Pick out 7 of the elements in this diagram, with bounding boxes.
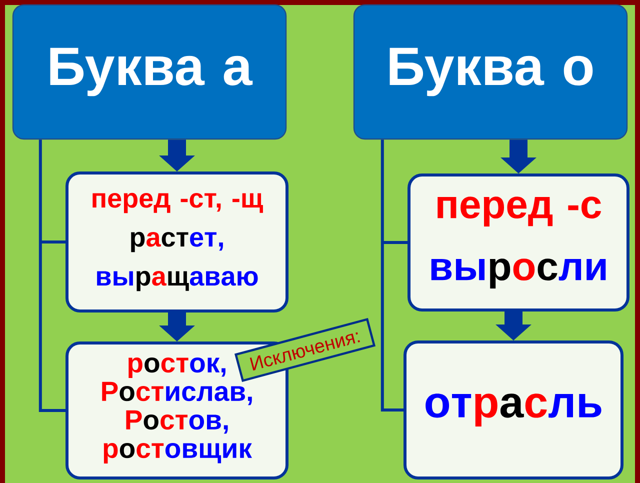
text-box: перед -с выросли	[408, 174, 630, 312]
header-box: Буква о	[353, 4, 628, 140]
header-box: Буква а	[12, 4, 287, 140]
connector-line	[38, 138, 67, 412]
text-box: перед -ст, -щ растет, выращаваю	[66, 172, 288, 312]
text-box: отрасль	[404, 340, 624, 480]
connector-line	[380, 138, 409, 412]
